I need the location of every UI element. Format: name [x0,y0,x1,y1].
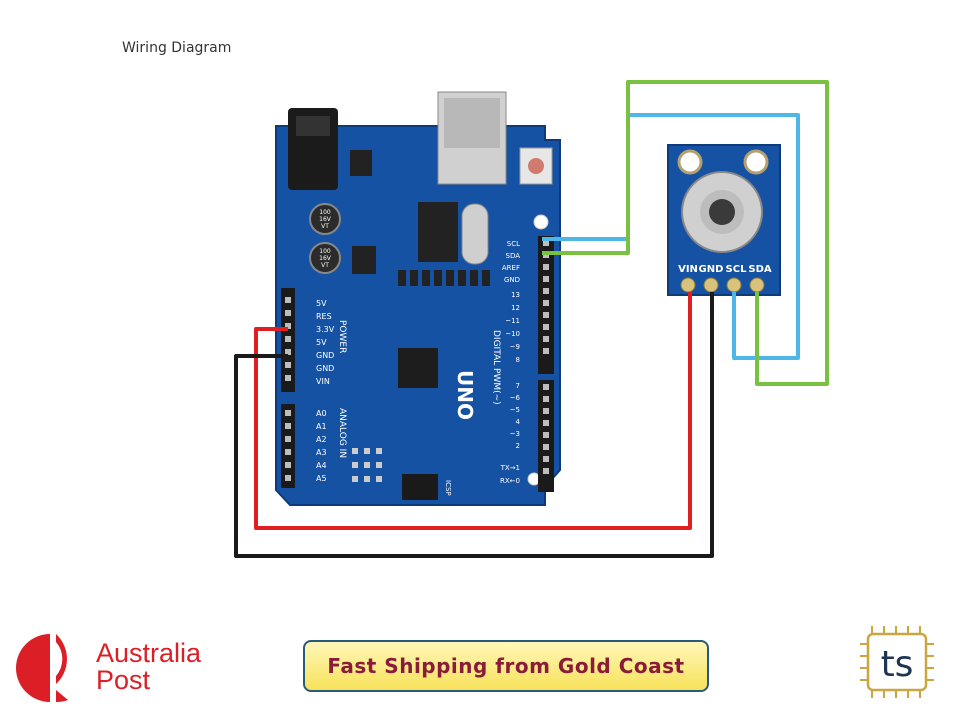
digital-pin-label: AREF [502,264,520,272]
power-pin-label: GND [316,364,334,373]
digital-pin-label: ~6 [510,394,521,402]
digital-pin-label: SDA [506,252,521,260]
svg-text:VT: VT [321,223,329,230]
svg-text:16V: 16V [319,216,332,223]
sensor-pin-pads [680,277,765,293]
digital-pin-label: SCL [507,240,520,248]
seller-ts-logo-icon: ts [860,626,934,698]
atmega-chip [398,348,438,388]
analog-pin-label: A0 [316,409,327,418]
analog-pin-label: A4 [316,461,327,470]
wire-gnd [234,292,714,558]
sensor-pin-label: GND [699,264,724,275]
arduino-uno-board: 100 16V VT 100 16V VT [275,91,561,506]
digital-section-label: DIGITAL PWM(~) [491,330,501,405]
digital-pin-label: ~3 [510,430,520,438]
power-pin-label: VIN [316,377,330,386]
analog-section-label: ANALOG IN [337,408,347,458]
power-pin-label: GND [316,351,334,360]
digital-pin-label: 7 [516,382,520,390]
digital-pin-label: ~9 [510,343,520,351]
australia-post-wordmark: Australia Post [96,640,201,694]
digital-pin-label: 8 [516,356,520,364]
digital-pin-label: ~11 [505,317,520,325]
power-pin-label: 5V [316,338,327,347]
wire-vin [254,292,692,530]
power-pin-label: 5V [316,299,327,308]
page-title: Wiring Diagram [122,40,232,56]
digital-pin-label: GND [504,276,520,284]
capacitor-2 [309,242,341,274]
digital-pin-holes [543,240,549,474]
digital-pin-label: 2 [516,442,520,450]
digital-pin-label: RX←0 [500,477,520,485]
capacitor-1 [309,203,341,235]
analog-pin-holes [285,410,291,481]
digital-pin-label: 12 [511,304,520,312]
power-pin-label: 3.3V [316,325,335,334]
analog-pin-label: A3 [316,448,327,457]
icsp-header [402,474,438,500]
analog-pin-label: A2 [316,435,327,444]
icsp-label: ICSP [444,480,452,496]
board-brand: UNO [453,370,477,420]
digital-pin-label: 4 [516,418,521,426]
digital-pin-label: ~10 [505,330,520,338]
courier-line-2: Post [96,665,151,695]
analog-pin-label: A1 [316,422,327,431]
sensor-pin-label: VIN [678,264,698,275]
power-pin-holes [285,297,291,381]
wire-sda [542,80,829,386]
svg-text:100: 100 [319,209,331,216]
analog-pin-label: A5 [316,474,327,483]
svg-text:100: 100 [319,248,331,255]
digital-pin-label: 13 [511,291,520,299]
sensor-pin-label: SDA [748,264,772,275]
courier-line-1: Australia [96,638,202,668]
svg-text:VT: VT [321,262,329,269]
digital-pin-label: ~5 [510,406,520,414]
power-section-label: POWER [337,320,347,353]
shipping-banner: Fast Shipping from Gold Coast [303,640,709,692]
ir-temperature-sensor-module: VIN GND SCL SDA [667,144,781,296]
australia-post-logo-icon [16,634,68,703]
analog-header [281,404,295,488]
svg-text:16V: 16V [319,255,332,262]
digital-pin-label: TX→1 [500,464,520,472]
seller-logo-text: ts [881,644,914,685]
sensor-pin-label: SCL [726,264,748,275]
power-pin-label: RES [316,312,332,321]
